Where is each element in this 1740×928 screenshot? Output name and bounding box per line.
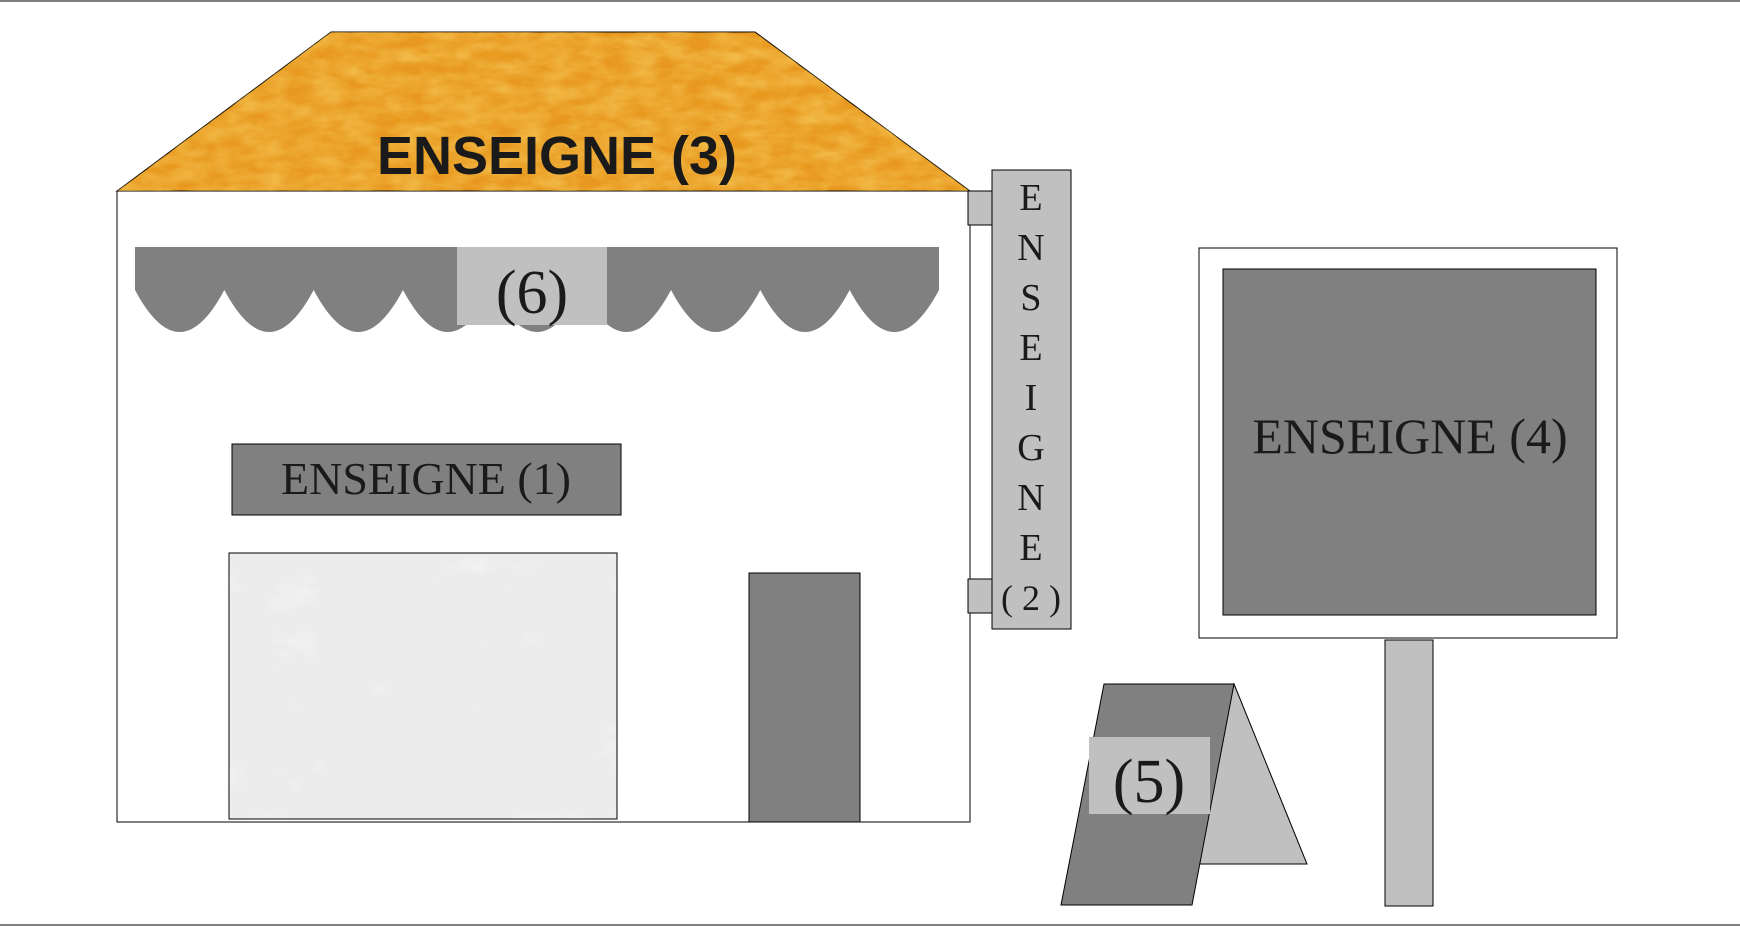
sign-6-label: (6) (496, 259, 568, 327)
a-frame-sign-5: (5) (1060, 682, 1308, 906)
sign-4-pole (1384, 639, 1434, 907)
sign-2-letter: N (1017, 227, 1044, 269)
shop-window (228, 552, 618, 820)
sign-2-bracket-top (967, 190, 993, 226)
sign-2-vertical-label: ENSEIGNE( 2 ) (1001, 177, 1061, 618)
sign-2-letter: G (1017, 427, 1044, 469)
sign-6-plate (457, 247, 607, 325)
pole-sign-4: ENSEIGNE (4) (1198, 247, 1618, 907)
shop-door (748, 572, 861, 823)
sign-2-panel (991, 169, 1072, 630)
awning-sign-6: (6) (135, 247, 939, 332)
sign-4-label: ENSEIGNE (4) (1252, 408, 1567, 464)
roof-sign-3: ENSEIGNE (3) (115, 31, 972, 192)
projecting-sign-2: ENSEIGNE( 2 ) (967, 169, 1072, 630)
sign-2-letter: E (1019, 327, 1042, 369)
sign-3-label: ENSEIGNE (3) (377, 126, 737, 186)
sign-2-bracket-bottom (967, 578, 993, 614)
sign-2-letter: N (1017, 477, 1044, 519)
sign-2-letter: ( 2 ) (1001, 578, 1061, 618)
sign-4-panel (1222, 268, 1597, 616)
sign-1-panel (231, 443, 622, 516)
sign-5-label: (5) (1113, 748, 1185, 816)
sign-2-letter: E (1019, 177, 1042, 219)
sign-2-letter: I (1025, 377, 1038, 419)
sign-2-letter: S (1020, 277, 1041, 319)
fascia-sign-1: ENSEIGNE (1) (231, 443, 622, 516)
sign-5-plate (1089, 737, 1210, 814)
sign-1-label: ENSEIGNE (1) (281, 453, 571, 504)
sign-2-letter: E (1019, 527, 1042, 569)
